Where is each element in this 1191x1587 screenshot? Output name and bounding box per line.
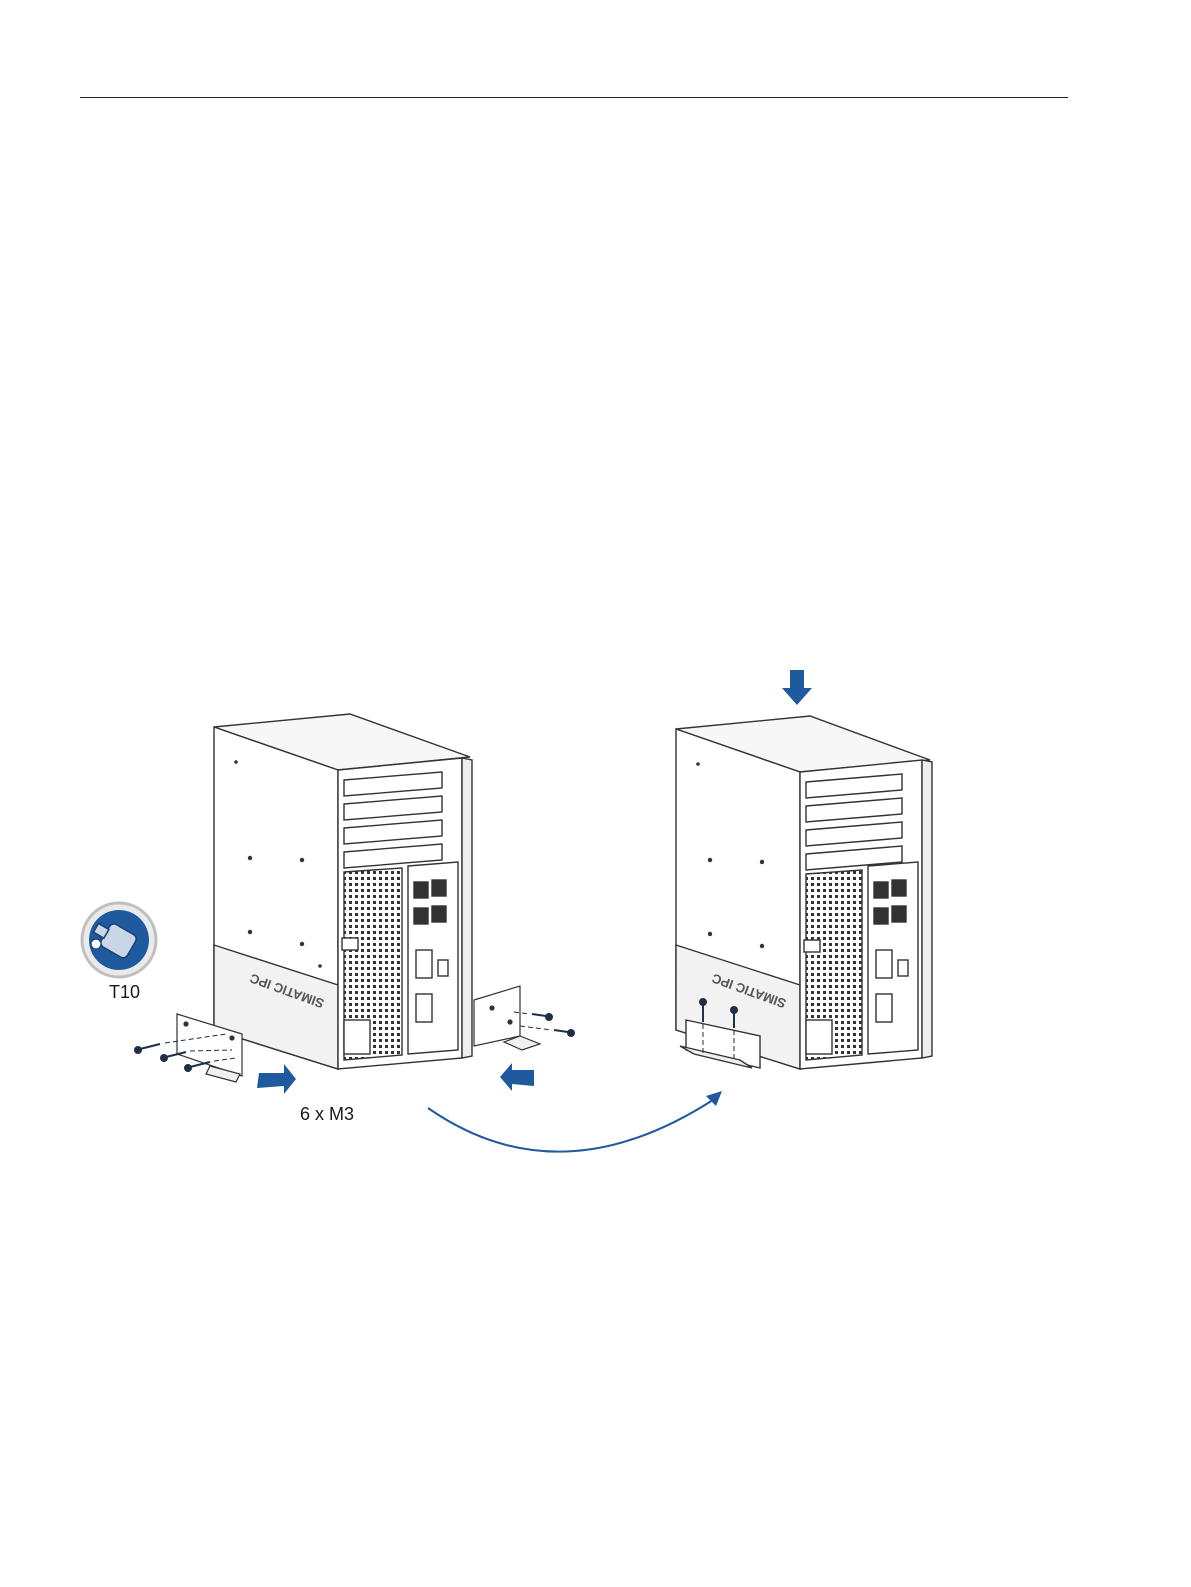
arrow-right-icon [257, 1064, 296, 1094]
arrow-down-icon [782, 670, 812, 705]
bracket-right [474, 986, 540, 1050]
arrow-left-icon [500, 1063, 534, 1091]
torx-screwdriver-icon [82, 903, 156, 977]
device-left: SIMATIC IPC [214, 714, 472, 1069]
tool-label: T10 [109, 982, 140, 1003]
screw-count-label: 6 x M3 [300, 1104, 354, 1125]
device-right: SIMATIC IPC [676, 716, 932, 1069]
screws-right [514, 1012, 574, 1036]
transition-arrow-icon [428, 1098, 716, 1152]
